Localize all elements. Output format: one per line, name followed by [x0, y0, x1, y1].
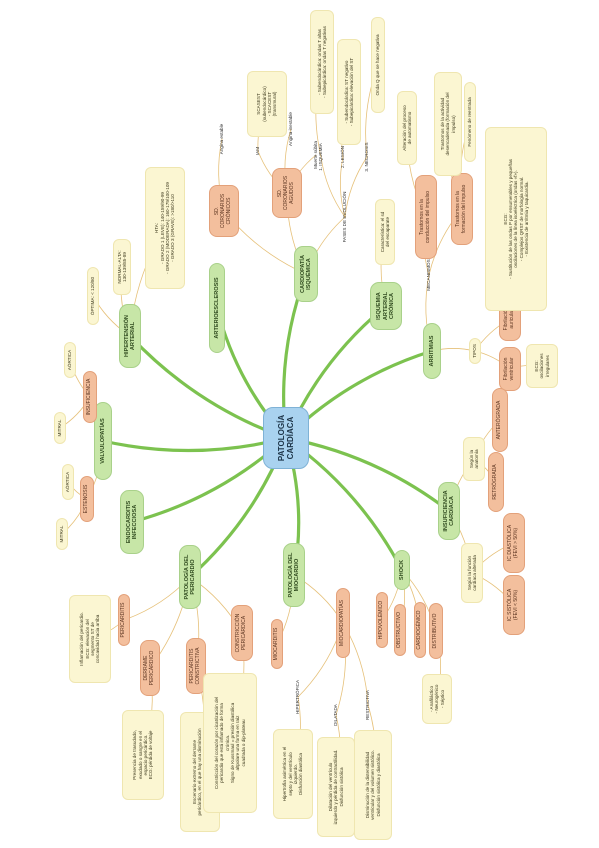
- dilatada-desc: Dilatación del ventrículo izquierdo y pé…: [317, 737, 355, 837]
- trastornos-formacion: Trastornos en la formación del impulso: [451, 173, 473, 245]
- branch-miocardio: PATOLOGÍA DEL MIOCARDIO: [283, 543, 305, 607]
- angina-inestable: Angina inestable: [288, 112, 294, 146]
- fase-isquemia: 1. ISQUEMIA: [318, 143, 324, 171]
- line-fase-isquemia: [320, 156, 346, 218]
- hta-optima: ÓPTIMA: < 120/80: [87, 267, 99, 325]
- fibrilacion-ventricular: Fibrilación ventricular: [499, 347, 521, 391]
- branch-insuficiencia: INSUFICIENCIA CARDÍACA: [438, 482, 460, 540]
- trastornos-conduccion: Trastornos en la conducción del impulso: [415, 175, 437, 259]
- branch-hipertension: HIPERTENSIÓN ARTERIAL: [119, 304, 141, 368]
- shock-distributivo-tipos: - Anafiláctico - Neurogénico - Séptico: [422, 674, 452, 724]
- hipertrofica: HIPERTRÓFICA: [295, 679, 301, 715]
- shock-distributivo: DISTRIBUTIVO: [429, 603, 443, 659]
- alteracion-automatismo: Alteración del proceso de automatismo: [397, 91, 417, 165]
- valv-estenosis: ESTENOSIS: [80, 476, 94, 522]
- branch-arritmias: ARRITMIAS: [423, 323, 441, 379]
- constriccion-pericardica: CONSTRICCIÓN PERICÁRDICA: [231, 605, 253, 661]
- branch-shock: SHOCK: [394, 550, 410, 590]
- restrictiva-desc: Disminución de la distensibilidad ventri…: [354, 730, 392, 840]
- branch-isquemia-cronica: ISQUEMIA ARTERIAL CRÓNICA: [370, 282, 402, 330]
- derrame-desc: Presencia de trasudado, exudado o sangre…: [122, 710, 164, 800]
- shock-hipovolemico: HIPOVOLÉMICO: [376, 592, 388, 648]
- ic-retrograda: RETRÓGRADA: [488, 452, 504, 512]
- ic-sistolica: IC SISTÓLICA (FEVI < 50%): [503, 575, 525, 635]
- shock-obstructivo: OBSTRUCTIVO: [394, 604, 406, 656]
- fase-lesion-ecg: - Subendocárdica: ST negativo - Subepicá…: [337, 39, 361, 145]
- valv-est-mitral: MITRAL: [56, 518, 68, 550]
- derrame-pericardico: DERRAME PERICÁRDICO: [140, 640, 160, 696]
- fase-necrosis-ecg: Onda Q que se hace negativa: [371, 17, 385, 113]
- sd-coronarios-cronicos: SD. CORONARIOS CRÓNICOS: [209, 185, 239, 237]
- actividad-desencadenada: Trastornos de la actividad desencadenada…: [434, 72, 462, 176]
- valv-ins-mitral: MITRAL: [54, 412, 66, 444]
- shock-cardiogenico: CARDIOGÉNICO: [414, 602, 426, 658]
- hta-normal-alta: NORMAL-ALTA: 130-139/85-89: [113, 239, 131, 295]
- center-node: PATOLOGÍA CARDÍACA: [263, 407, 309, 469]
- ic-anterograda: ANTERÓGRADA: [492, 388, 508, 452]
- fase-necrosis: 3. NECROSIS: [364, 142, 370, 172]
- segun-funcion: Según la función cardíaca alterada: [461, 543, 483, 603]
- fa-ecg: ECG: - Sustitución de las ondas P por en…: [485, 127, 547, 311]
- valv-ins-aortica: AÓRTICA: [64, 342, 76, 378]
- branch-endocarditis: ENDOCARDITIS INFECCIOSA: [120, 490, 144, 554]
- segun-anatomia: Según la anatomía: [463, 437, 485, 481]
- branch-arterioesclerosis: ARTERIOESCLEROSIS: [209, 263, 225, 353]
- valv-insuficiencia: INSUFICIENCIA: [83, 371, 97, 423]
- dilatada: DILATADA: [333, 704, 339, 726]
- fenomeno-reentrada: Fenómeno de reentrada: [464, 82, 476, 162]
- restrictiva: RESTRICTIVA: [365, 689, 371, 721]
- valv-est-aortica: AÓRTICA: [62, 464, 74, 500]
- arritmias-tipos: TIPOS: [469, 338, 481, 364]
- branch-pericardio: PATOLOGÍA DEL PERICARDIO: [179, 545, 201, 609]
- constriccion-desc: Constricción del corazón por cicatrizaci…: [203, 673, 257, 813]
- miocarditis: MIOCARDITIS: [271, 619, 283, 669]
- isquemia-caracteristica: Característica: el sd del escaparate: [375, 199, 395, 265]
- branch-line-insuficiencia: [284, 436, 451, 513]
- iam: IAM: [255, 146, 261, 156]
- line-fase-lesion: [339, 156, 346, 218]
- fv-ecg: ECG: oscilaciones irregulares: [526, 344, 558, 388]
- line-fase-necrosis: [344, 156, 368, 218]
- hipertrofica-desc: Hipertrofia asimétrica en el septo y del…: [273, 729, 313, 819]
- scasest-scacest: SCASEST (subendocárdico) - SCACEST (tran…: [247, 71, 287, 137]
- angina-estable: Angina estable: [219, 123, 225, 155]
- hta-grados: HTA: - GRADO 1 (LEVE): 140-159/90-99 - G…: [145, 167, 185, 289]
- branch-line-valvulopatias: [101, 436, 288, 453]
- miocardiopatias: MIOCARDIOPATÍAS: [336, 588, 350, 658]
- branch-cardiopatia: CARDIOPATÍA ISQUÉMICA: [294, 246, 318, 302]
- fase-isquemia-ecg: - Subendocárdica: ondas T altas - Subepi…: [310, 10, 334, 114]
- pericarditis: PERICARDITIS: [118, 594, 130, 646]
- fases-evolucion: FASES DE EVOLUCIÓN: [342, 191, 348, 243]
- sd-coronarios-agudos: SD. CORONARIOS AGUDOS: [272, 168, 302, 218]
- ic-diastolica: IC DIASTÓLICA (FEVI > 50%): [503, 513, 525, 573]
- pericarditis-desc: Inflamación del pericardio. ECG: elevaci…: [69, 595, 111, 683]
